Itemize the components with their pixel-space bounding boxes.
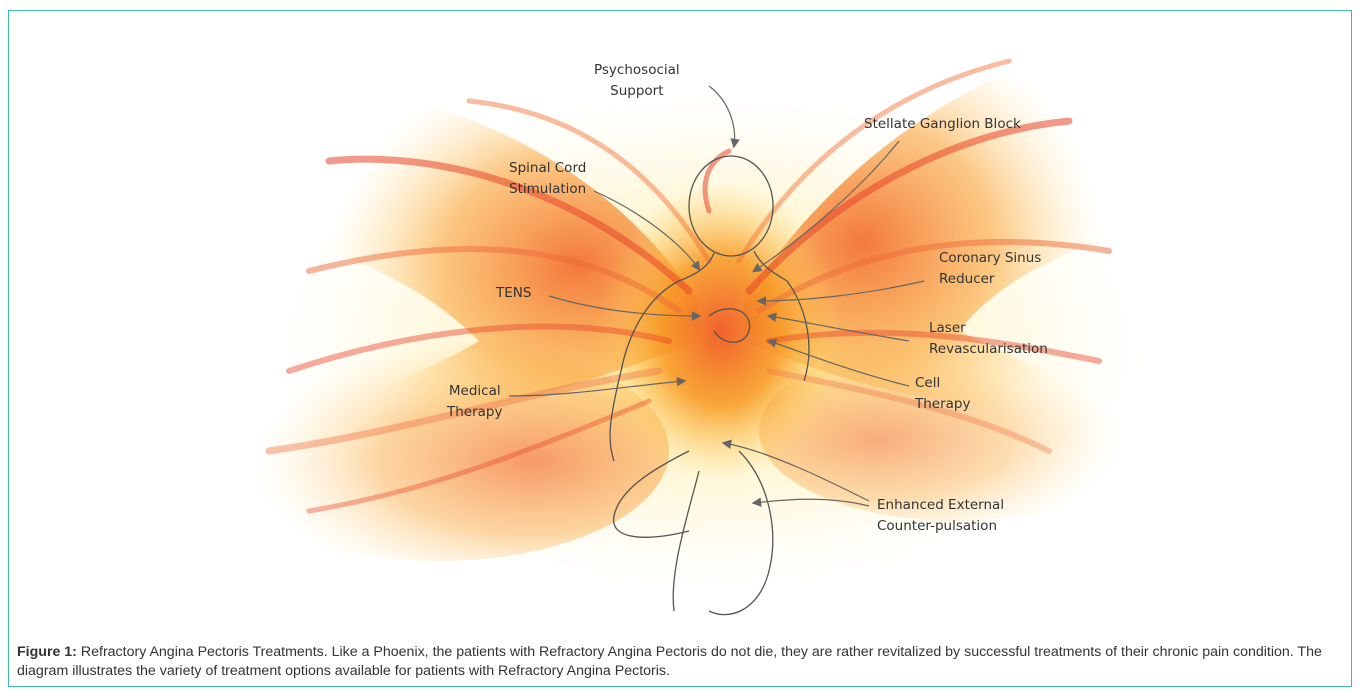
caption-text: Refractory Angina Pectoris Treatments. L… xyxy=(17,644,1322,679)
label-tens: TENS xyxy=(496,283,531,304)
label-cell-therapy: Cell Therapy xyxy=(915,373,971,415)
label-stellate-ganglion-block: Stellate Ganglion Block xyxy=(864,114,1021,135)
label-psychosocial-support: Psychosocial Support xyxy=(594,60,680,102)
phoenix-illustration: Psychosocial Support Stellate Ganglion B… xyxy=(9,11,1351,636)
label-enhanced-external-counter-pulsation: Enhanced External Counter-pulsation xyxy=(877,495,1004,537)
figure-caption: Figure 1: Refractory Angina Pectoris Tre… xyxy=(17,643,1343,681)
label-spinal-cord-stimulation: Spinal Cord Stimulation xyxy=(509,158,586,200)
body-glow xyxy=(601,181,841,481)
label-coronary-sinus-reducer: Coronary Sinus Reducer xyxy=(939,248,1041,290)
figure-frame: Psychosocial Support Stellate Ganglion B… xyxy=(8,10,1352,687)
phoenix-artwork xyxy=(9,11,1351,636)
label-medical-therapy: Medical Therapy xyxy=(447,381,503,423)
label-laser-revascularisation: Laser Revascularisation xyxy=(929,318,1048,360)
caption-label: Figure 1: xyxy=(17,644,77,660)
